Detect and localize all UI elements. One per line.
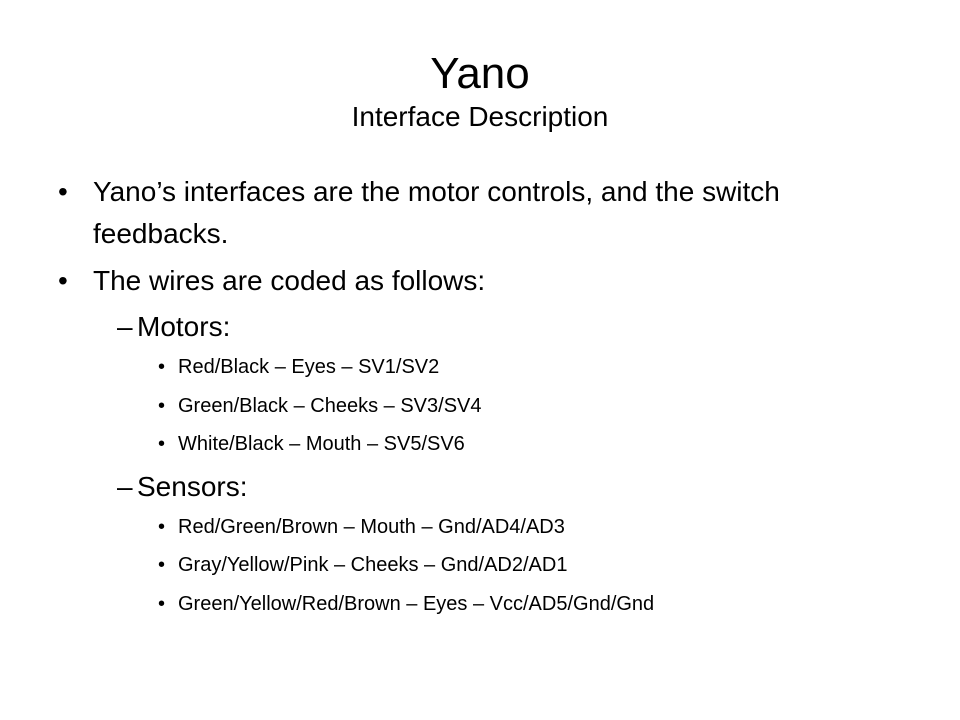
slide-title-block: Yano Interface Description bbox=[0, 48, 960, 134]
subsub-bullet-marker: • bbox=[158, 516, 166, 538]
bullet-marker: • bbox=[58, 176, 68, 207]
subsub-bullet-marker: • bbox=[158, 433, 166, 455]
bullet-marker: • bbox=[58, 265, 68, 296]
bullet-text: The wires are coded as follows: bbox=[93, 265, 486, 296]
subsub-bullet-marker: • bbox=[158, 395, 166, 417]
motor-wire-item: Green/Black – Cheeks – SV3/SV4 bbox=[178, 395, 482, 417]
subbullet-marker: – bbox=[117, 311, 133, 342]
bullet-text: Yano’s interfaces are the motor controls… bbox=[93, 176, 780, 207]
sensor-wire-item: Green/Yellow/Red/Brown – Eyes – Vcc/AD5/… bbox=[178, 593, 655, 615]
subsub-bullet-marker: • bbox=[158, 593, 166, 615]
slide-title: Yano bbox=[430, 49, 530, 98]
bullet-text-continuation: feedbacks. bbox=[93, 218, 229, 249]
motor-wire-item: Red/Black – Eyes – SV1/SV2 bbox=[178, 356, 440, 378]
subsub-bullet-marker: • bbox=[158, 554, 166, 576]
subsub-bullet-marker: • bbox=[158, 356, 166, 378]
motor-wire-item: White/Black – Mouth – SV5/SV6 bbox=[178, 433, 465, 455]
slide-subtitle: Interface Description bbox=[351, 101, 609, 132]
sensor-wire-item: Gray/Yellow/Pink – Cheeks – Gnd/AD2/AD1 bbox=[178, 554, 568, 576]
sensor-wire-item: Red/Green/Brown – Mouth – Gnd/AD4/AD3 bbox=[178, 516, 565, 538]
group-label-sensors: Sensors: bbox=[137, 471, 248, 502]
group-label-motors: Motors: bbox=[137, 311, 231, 342]
subbullet-marker: – bbox=[117, 471, 133, 502]
